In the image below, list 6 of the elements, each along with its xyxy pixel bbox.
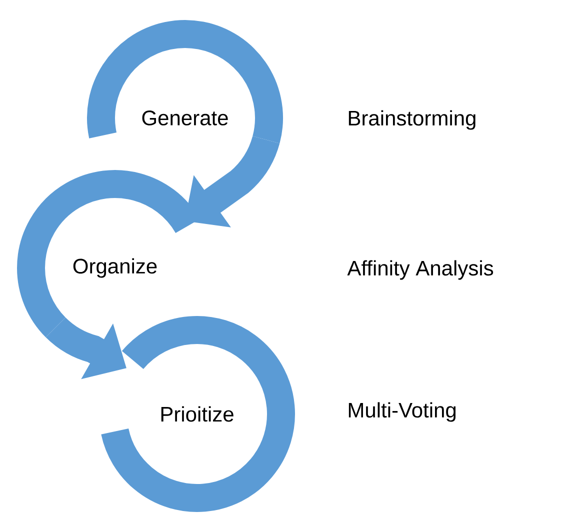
step-label: Generate <box>142 110 228 126</box>
step-label: Organize <box>73 258 157 278</box>
technique-label: Affinity Analysis <box>347 260 494 280</box>
technique-label: Brainstorming <box>348 110 476 130</box>
technique-label: Multi-Voting <box>348 402 456 422</box>
step-label: Prioitize <box>161 406 234 422</box>
